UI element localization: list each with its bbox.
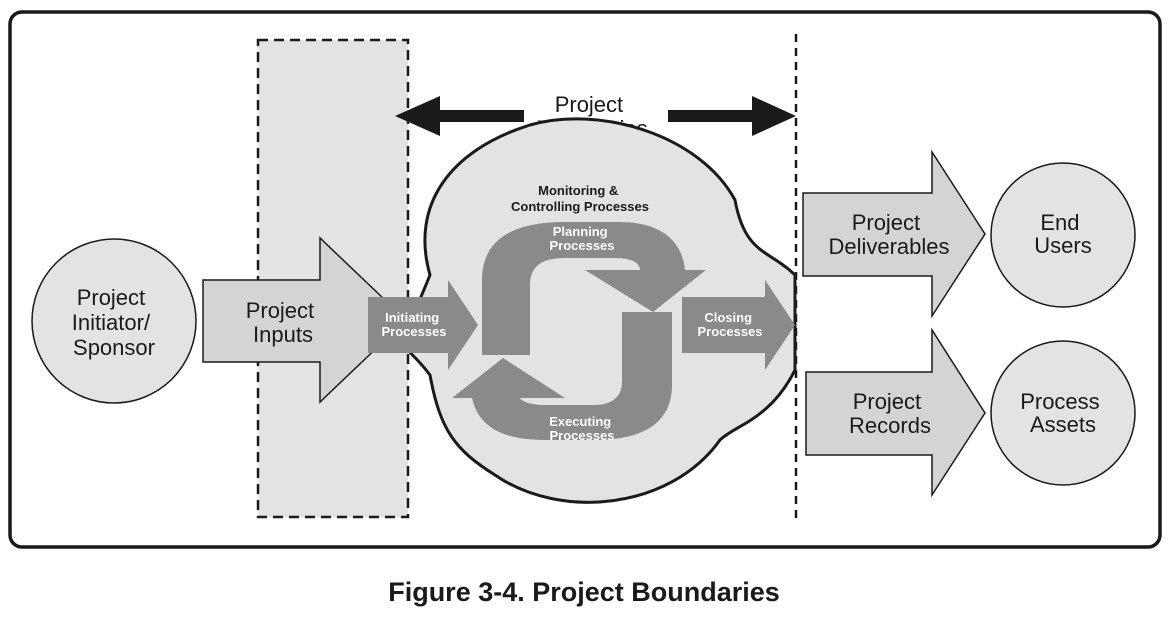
sponsor-label: Project Initiator/ Sponsor: [72, 285, 156, 360]
executing-label: Executing Processes: [549, 414, 615, 443]
monitoring-label: Monitoring & Controlling Processes: [511, 183, 649, 214]
boundary-double-arrow: [395, 96, 796, 136]
records-arrow: [805, 327, 986, 498]
inputs-label: Project Inputs: [246, 298, 321, 347]
executing-process-arrow: [452, 312, 672, 440]
figure-caption: Figure 3-4. Project Boundaries: [388, 577, 780, 607]
deliverables-label: Project Deliverables: [828, 210, 949, 259]
planning-label: Planning Processes: [549, 224, 614, 253]
planning-process-arrow: [482, 222, 706, 355]
inputs-arrow: [202, 236, 408, 404]
initiating-process-arrow: [368, 280, 478, 370]
end-users-circle: [990, 162, 1136, 308]
closing-label: Closing Processes: [697, 310, 762, 339]
sponsor-circle: [31, 238, 197, 404]
records-label: Project Records: [849, 389, 931, 438]
closing-process-arrow: [682, 280, 795, 370]
process-assets-label: Process Assets: [1020, 389, 1106, 437]
process-assets-circle: [990, 340, 1136, 486]
initiating-label: Initiating Processes: [381, 310, 446, 339]
deliverables-arrow: [802, 149, 986, 319]
end-users-label: End Users: [1034, 210, 1091, 258]
